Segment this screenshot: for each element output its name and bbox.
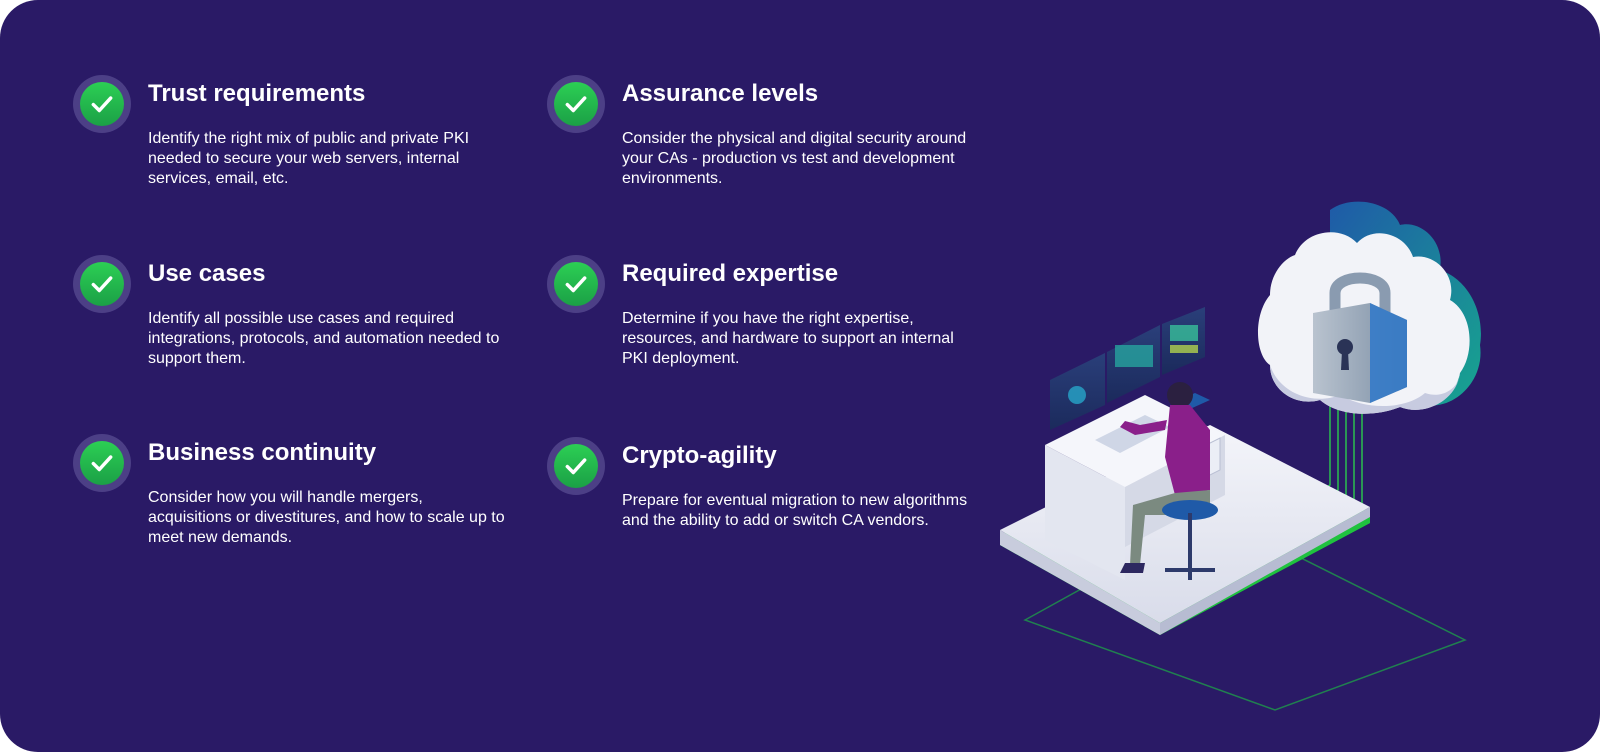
item-title: Required expertise	[622, 260, 839, 287]
check-circle-icon	[73, 434, 131, 492]
item-title: Crypto-agility	[622, 442, 777, 469]
check-circle-icon	[547, 75, 605, 133]
item-title: Business continuity	[148, 439, 377, 466]
item-description: Identify all possible use cases and requ…	[148, 310, 500, 367]
check-circle-icon	[547, 437, 605, 495]
item-description: Prepare for eventual migration to new al…	[622, 492, 968, 529]
item-use-cases: Use cases Identify all possible use case…	[73, 255, 503, 385]
item-description: Consider how you will handle mergers, ac…	[148, 489, 505, 546]
check-circle-icon	[73, 255, 131, 313]
item-title: Assurance levels	[622, 80, 819, 107]
monitor-screens	[1050, 307, 1205, 430]
item-assurance-levels: Assurance levels Consider the physical a…	[547, 75, 977, 205]
item-required-expertise: Required expertise Determine if you have…	[547, 255, 977, 385]
item-title: Trust requirements	[148, 80, 366, 107]
platform	[1000, 425, 1370, 635]
item-description: Consider the physical and digital securi…	[622, 130, 967, 187]
item-business-continuity: Business continuity Consider how you wil…	[73, 434, 505, 564]
item-description: Identify the right mix of public and pri…	[148, 130, 470, 187]
check-circle-icon	[547, 255, 605, 313]
item-title: Use cases	[148, 260, 266, 287]
item-trust-requirements: Trust requirements Identify the right mi…	[73, 75, 503, 205]
person	[1120, 382, 1218, 580]
item-crypto-agility: Crypto-agility Prepare for eventual migr…	[547, 437, 977, 567]
check-circle-icon	[73, 75, 131, 133]
pki-workstation-illustration	[1000, 201, 1481, 711]
item-description: Determine if you have the right expertis…	[622, 310, 954, 367]
padlock-icon	[1313, 272, 1407, 403]
